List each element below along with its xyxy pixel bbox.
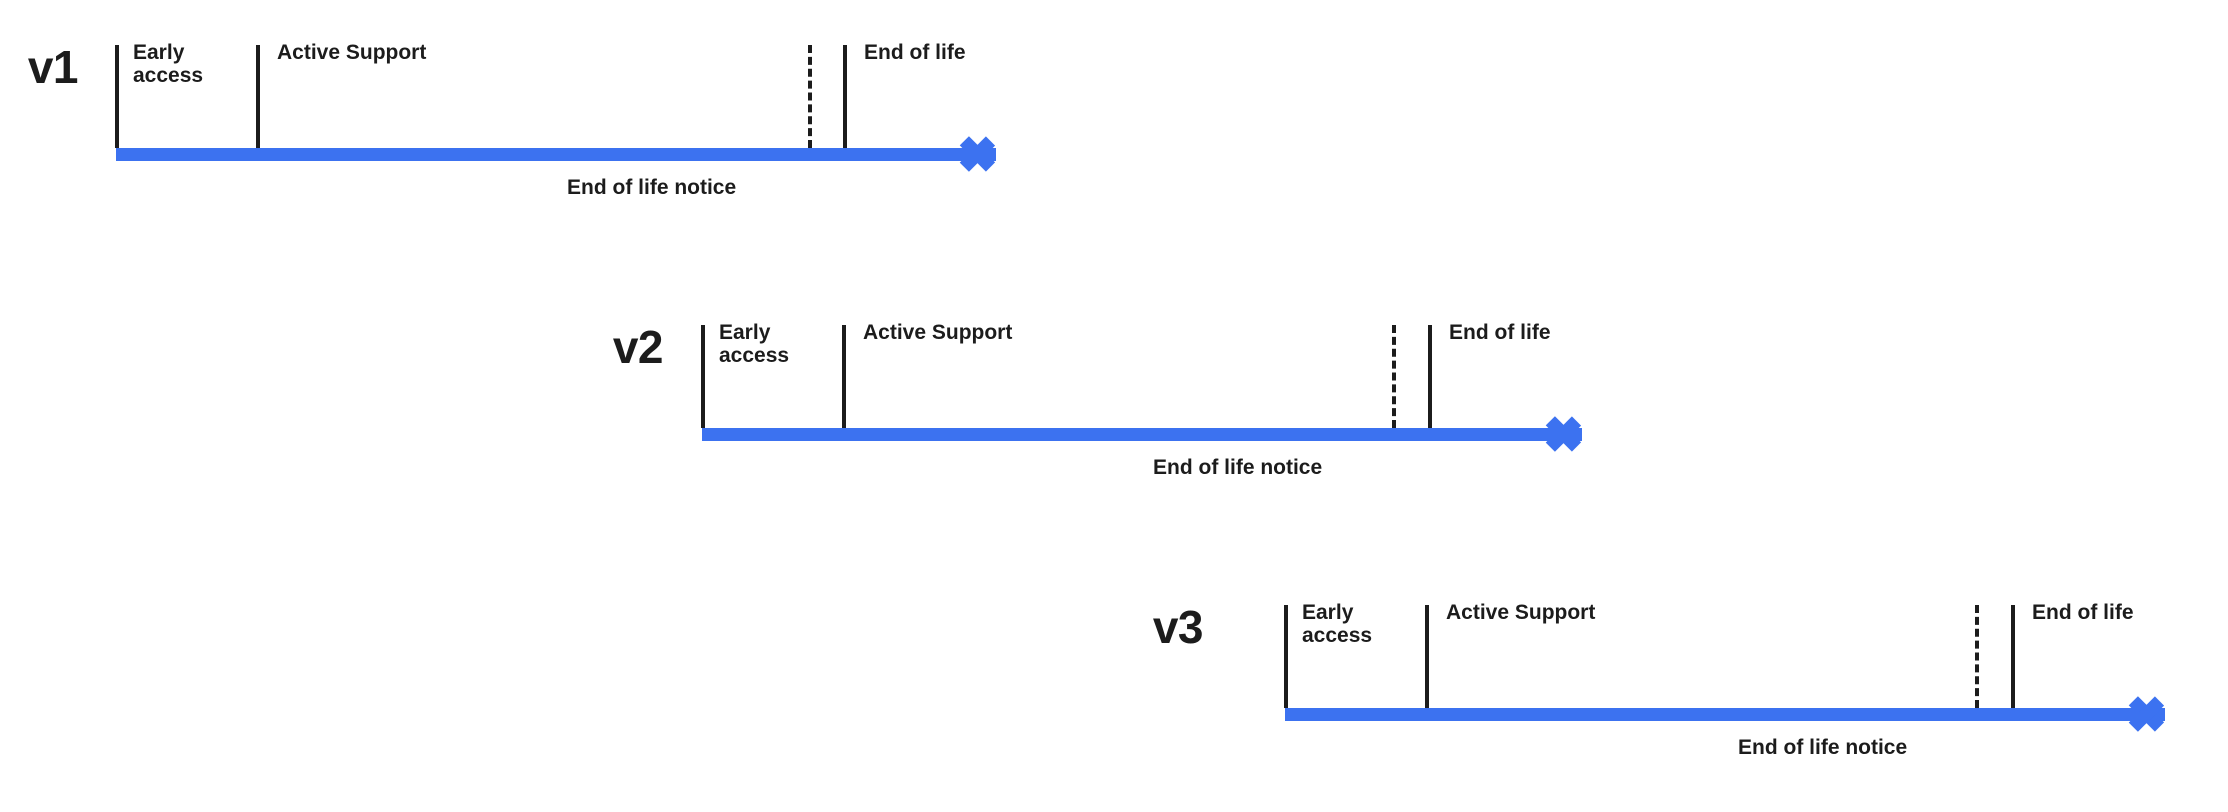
phase-label-early-access: Early access <box>133 41 204 87</box>
phase-label-active-support: Active Support <box>1446 601 1596 624</box>
phase-divider-dashed-2 <box>808 45 812 148</box>
timeline-arrow-head <box>1545 411 1600 457</box>
phase-divider-dashed-2 <box>1975 605 1979 708</box>
timeline-arrow-shaft <box>1285 708 2165 721</box>
end-of-life-notice-label: End of life notice <box>1153 456 1323 479</box>
timeline-arrow-shaft <box>702 428 1582 441</box>
phase-label-active-support: Active Support <box>277 41 427 64</box>
phase-label-early-access: Early access <box>1302 601 1373 647</box>
phase-label-end-of-life: End of life <box>2032 601 2134 624</box>
phase-divider-solid-3 <box>2011 605 2015 708</box>
phase-label-active-support: Active Support <box>863 321 1013 344</box>
end-of-life-notice-label: End of life notice <box>1738 736 1908 759</box>
version-label-v1: v1 <box>27 41 79 93</box>
phase-divider-solid-1 <box>256 45 260 148</box>
phase-label-early-access: Early access <box>719 321 790 367</box>
version-label-v3: v3 <box>1152 601 1204 653</box>
timeline-arrow-head <box>959 131 1014 177</box>
phase-divider-solid-1 <box>1425 605 1429 708</box>
phase-divider-dashed-2 <box>1392 325 1396 428</box>
end-of-life-notice-label: End of life notice <box>567 176 737 199</box>
phase-divider-solid-0 <box>115 45 119 148</box>
phase-divider-solid-3 <box>843 45 847 148</box>
phase-divider-solid-0 <box>701 325 705 428</box>
phase-label-end-of-life: End of life <box>864 41 966 64</box>
phase-divider-solid-1 <box>842 325 846 428</box>
phase-label-end-of-life: End of life <box>1449 321 1551 344</box>
timeline-arrow-shaft <box>116 148 996 161</box>
phase-divider-solid-0 <box>1284 605 1288 708</box>
phase-divider-solid-3 <box>1428 325 1432 428</box>
timeline-arrow-head <box>2128 691 2183 737</box>
version-label-v2: v2 <box>612 321 664 373</box>
